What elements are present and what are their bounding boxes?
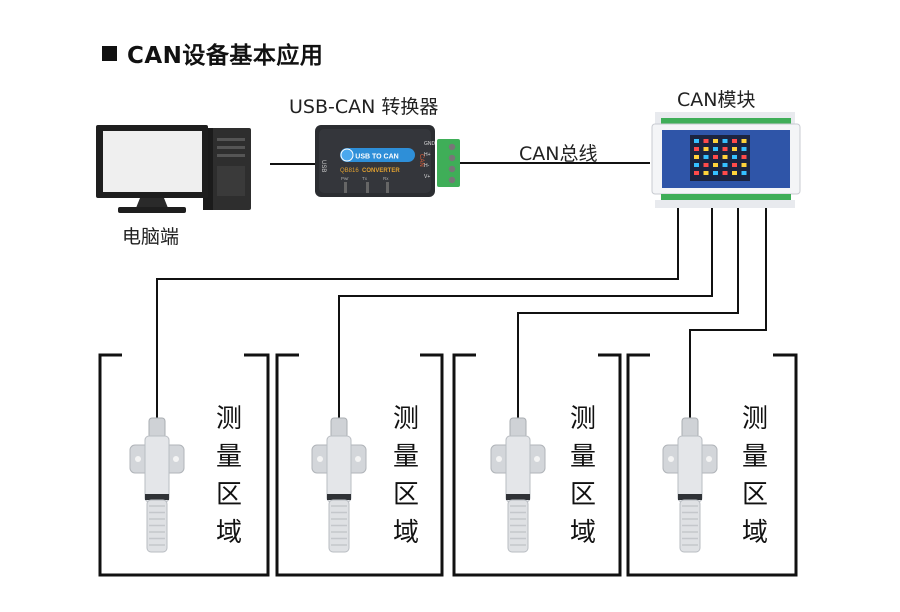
zone-label-char: 域 <box>215 518 242 548</box>
converter-usb-side-text: USB <box>320 160 326 172</box>
zone-label-1: 测量区域 <box>214 400 244 552</box>
bus-label: CAN总线 <box>519 143 598 165</box>
module-led <box>741 155 747 159</box>
sensor-wire-4 <box>689 205 767 420</box>
sensor-wire-1 <box>156 205 679 420</box>
converter-terminal-label: H+ <box>424 152 431 158</box>
zone-brackets <box>98 353 798 577</box>
module-led <box>741 163 747 167</box>
converter-led-label: Tx <box>362 176 368 181</box>
module-led <box>694 147 699 151</box>
temperature-sensor-icon <box>490 417 546 553</box>
zone-label-char: 量 <box>569 442 596 472</box>
pc-label: 电脑端 <box>122 226 180 248</box>
zone-bracket-4 <box>626 353 798 577</box>
module-led <box>713 163 718 167</box>
zone-bracket-3 <box>452 353 622 577</box>
module-led <box>722 139 728 143</box>
zone-label-char: 测 <box>741 404 768 434</box>
module-led <box>722 147 728 151</box>
zone-label-char: 区 <box>741 480 768 510</box>
zone-label-char: 测 <box>392 404 419 434</box>
zone-label-char: 域 <box>741 518 768 548</box>
module-led <box>713 139 718 143</box>
converter-face-text: USB TO CAN <box>355 154 398 161</box>
temperature-sensor-icon <box>662 417 718 553</box>
converter-can-side-text: CAN <box>418 154 424 167</box>
module-led <box>694 171 699 175</box>
module-led <box>732 171 737 175</box>
zone-label-char: 测 <box>569 404 596 434</box>
module-led <box>722 163 728 167</box>
converter-subtitle-text: CONVERTER <box>362 168 400 174</box>
module-led <box>741 171 747 175</box>
module-led <box>703 171 709 175</box>
module-led <box>741 139 747 143</box>
module-led <box>703 147 709 151</box>
module-led <box>713 155 718 159</box>
module-led <box>732 139 737 143</box>
module-led <box>694 155 699 159</box>
module-led <box>703 155 709 159</box>
zone-label-char: 区 <box>215 480 242 510</box>
converter-led-label: Rx <box>383 176 389 181</box>
zone-label-char: 量 <box>392 442 419 472</box>
zone-label-char: 量 <box>741 442 768 472</box>
zone-label-char: 区 <box>392 480 419 510</box>
sensor-wire-3 <box>517 205 739 420</box>
module-led <box>694 139 699 143</box>
module-led <box>732 147 737 151</box>
converter-terminal-label: V+ <box>424 174 430 180</box>
can-module-icon <box>651 112 801 208</box>
module-led <box>732 163 737 167</box>
converter-terminal-label: H- <box>424 163 430 169</box>
zone-label-char: 量 <box>215 442 242 472</box>
sensor-group <box>129 417 718 553</box>
zone-label-2: 测量区域 <box>391 400 421 552</box>
zone-label-char: 区 <box>569 480 596 510</box>
module-led <box>732 155 737 159</box>
converter-label: USB-CAN 转换器 <box>289 96 439 118</box>
diagram-title: CAN设备基本应用 <box>102 36 323 70</box>
temperature-sensor-icon <box>311 417 367 553</box>
zone-label-char: 域 <box>569 518 596 548</box>
converter-model-text: QB816 <box>340 168 359 174</box>
module-led <box>722 171 728 175</box>
module-led <box>722 155 728 159</box>
module-led <box>703 139 709 143</box>
title-text: CAN设备基本应用 <box>127 43 324 69</box>
zone-label-char: 测 <box>215 404 242 434</box>
title-bullet-icon <box>102 45 117 61</box>
usb-can-converter-icon: USB TO CAN QB816 CONVERTER USB CAN GND H+… <box>315 125 460 197</box>
temperature-sensor-icon <box>129 417 185 553</box>
zone-label-4: 测量区域 <box>740 400 770 552</box>
module-led <box>694 163 699 167</box>
module-label: CAN模块 <box>677 89 756 111</box>
module-led <box>703 163 709 167</box>
converter-terminal-label: GND <box>424 141 436 147</box>
zone-bracket-1 <box>98 353 270 577</box>
computer-icon <box>96 125 251 213</box>
converter-led-label: Pwr <box>341 176 349 181</box>
module-led <box>741 147 747 151</box>
sensor-wire-2 <box>338 205 713 420</box>
zone-label-char: 域 <box>392 518 419 548</box>
module-led <box>713 171 718 175</box>
zone-bracket-2 <box>275 353 444 577</box>
wires <box>156 162 767 420</box>
module-led <box>713 147 718 151</box>
zone-label-3: 测量区域 <box>568 400 598 552</box>
